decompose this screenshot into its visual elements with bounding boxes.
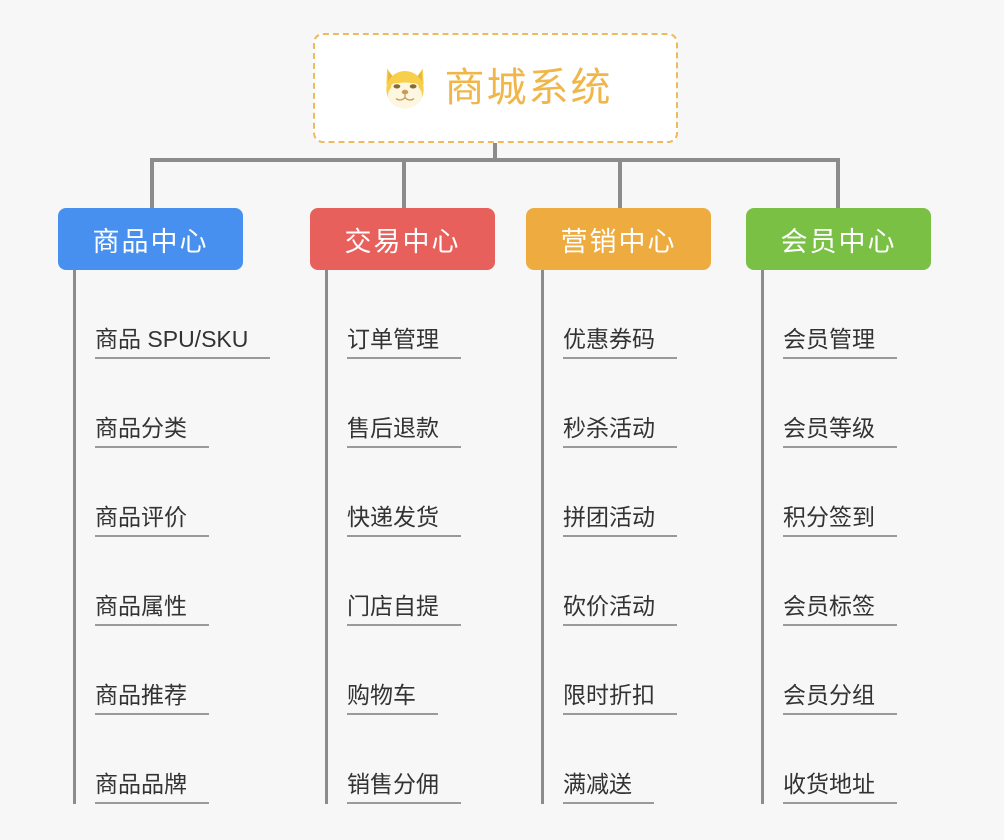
branch-header-member-center[interactable]: 会员中心 xyxy=(746,208,931,270)
leaf-list-product-center: 商品 SPU/SKU 商品分类 商品评价 商品属性 商品推荐 商品品牌 xyxy=(73,270,271,804)
root-node[interactable]: 商城系统 xyxy=(313,33,678,143)
branch-label: 会员中心 xyxy=(780,226,897,257)
branch-spine xyxy=(761,270,764,804)
horizontal-bus-connector xyxy=(150,158,840,162)
leaf-label: 满减送 xyxy=(563,771,654,804)
list-item[interactable]: 订单管理 xyxy=(325,270,510,359)
leaf-label: 会员管理 xyxy=(783,326,897,359)
list-item[interactable]: 购物车 xyxy=(325,626,510,715)
drop-connector-1 xyxy=(150,158,154,208)
leaf-label: 会员分组 xyxy=(783,682,897,715)
leaf-label: 收货地址 xyxy=(783,771,897,804)
branch-header-trade-center[interactable]: 交易中心 xyxy=(310,208,495,270)
leaf-label: 限时折扣 xyxy=(563,682,677,715)
list-item[interactable]: 商品评价 xyxy=(73,448,258,537)
leaf-label: 快递发货 xyxy=(347,504,461,537)
drop-connector-4 xyxy=(836,158,840,208)
list-item[interactable]: 商品推荐 xyxy=(73,626,258,715)
leaf-list-member-center: 会员管理 会员等级 积分签到 会员标签 会员分组 收货地址 xyxy=(761,270,946,804)
branch-trade-center: 交易中心 订单管理 售后退款 快递发货 门店自提 购物车 销售分佣 xyxy=(310,208,495,804)
branch-label: 营销中心 xyxy=(560,226,677,257)
branch-label: 交易中心 xyxy=(344,226,461,257)
leaf-label: 商品品牌 xyxy=(95,771,209,804)
list-item[interactable]: 秒杀活动 xyxy=(541,359,726,448)
list-item[interactable]: 收货地址 xyxy=(761,715,946,804)
root-stem-connector xyxy=(493,143,497,162)
leaf-list-trade-center: 订单管理 售后退款 快递发货 门店自提 购物车 销售分佣 xyxy=(325,270,510,804)
leaf-label: 商品 SPU/SKU xyxy=(95,326,271,359)
leaf-label: 门店自提 xyxy=(347,593,461,626)
list-item[interactable]: 快递发货 xyxy=(325,448,510,537)
leaf-label: 会员等级 xyxy=(783,415,897,448)
list-item[interactable]: 商品 SPU/SKU xyxy=(73,270,271,359)
leaf-label: 订单管理 xyxy=(347,326,461,359)
list-item[interactable]: 拼团活动 xyxy=(541,448,726,537)
leaf-label: 砍价活动 xyxy=(563,593,677,626)
list-item[interactable]: 满减送 xyxy=(541,715,726,804)
leaf-label: 商品分类 xyxy=(95,415,209,448)
branch-header-product-center[interactable]: 商品中心 xyxy=(58,208,243,270)
branch-label: 商品中心 xyxy=(92,226,209,257)
branch-product-center: 商品中心 商品 SPU/SKU 商品分类 商品评价 商品属性 商品推荐 商品品牌 xyxy=(58,208,271,804)
branch-spine xyxy=(73,270,76,804)
leaf-label: 秒杀活动 xyxy=(563,415,677,448)
drop-connector-2 xyxy=(402,158,406,208)
branch-spine xyxy=(325,270,328,804)
leaf-label: 购物车 xyxy=(347,682,438,715)
list-item[interactable]: 售后退款 xyxy=(325,359,510,448)
root-title: 商城系统 xyxy=(444,66,613,110)
branch-member-center: 会员中心 会员管理 会员等级 积分签到 会员标签 会员分组 收货地址 xyxy=(746,208,931,804)
leaf-label: 积分签到 xyxy=(783,504,897,537)
list-item[interactable]: 商品品牌 xyxy=(73,715,258,804)
leaf-label: 会员标签 xyxy=(783,593,897,626)
list-item[interactable]: 会员管理 xyxy=(761,270,946,359)
leaf-label: 销售分佣 xyxy=(347,771,461,804)
leaf-label: 优惠券码 xyxy=(563,326,677,359)
list-item[interactable]: 会员标签 xyxy=(761,537,946,626)
branch-marketing-center: 营销中心 优惠券码 秒杀活动 拼团活动 砍价活动 限时折扣 满减送 xyxy=(526,208,711,804)
leaf-label: 商品属性 xyxy=(95,593,209,626)
leaf-label: 售后退款 xyxy=(347,415,461,448)
leaf-label: 商品评价 xyxy=(95,504,209,537)
branch-spine xyxy=(541,270,544,804)
leaf-label: 商品推荐 xyxy=(95,682,209,715)
leaf-label: 拼团活动 xyxy=(563,504,677,537)
list-item[interactable]: 商品分类 xyxy=(73,359,258,448)
list-item[interactable]: 砍价活动 xyxy=(541,537,726,626)
drop-connector-3 xyxy=(618,158,622,208)
list-item[interactable]: 会员分组 xyxy=(761,626,946,715)
branch-header-marketing-center[interactable]: 营销中心 xyxy=(526,208,711,270)
shiba-dog-face-icon xyxy=(379,62,431,114)
list-item[interactable]: 门店自提 xyxy=(325,537,510,626)
list-item[interactable]: 会员等级 xyxy=(761,359,946,448)
list-item[interactable]: 积分签到 xyxy=(761,448,946,537)
leaf-list-marketing-center: 优惠券码 秒杀活动 拼团活动 砍价活动 限时折扣 满减送 xyxy=(541,270,726,804)
list-item[interactable]: 优惠券码 xyxy=(541,270,726,359)
list-item[interactable]: 商品属性 xyxy=(73,537,258,626)
list-item[interactable]: 销售分佣 xyxy=(325,715,510,804)
list-item[interactable]: 限时折扣 xyxy=(541,626,726,715)
